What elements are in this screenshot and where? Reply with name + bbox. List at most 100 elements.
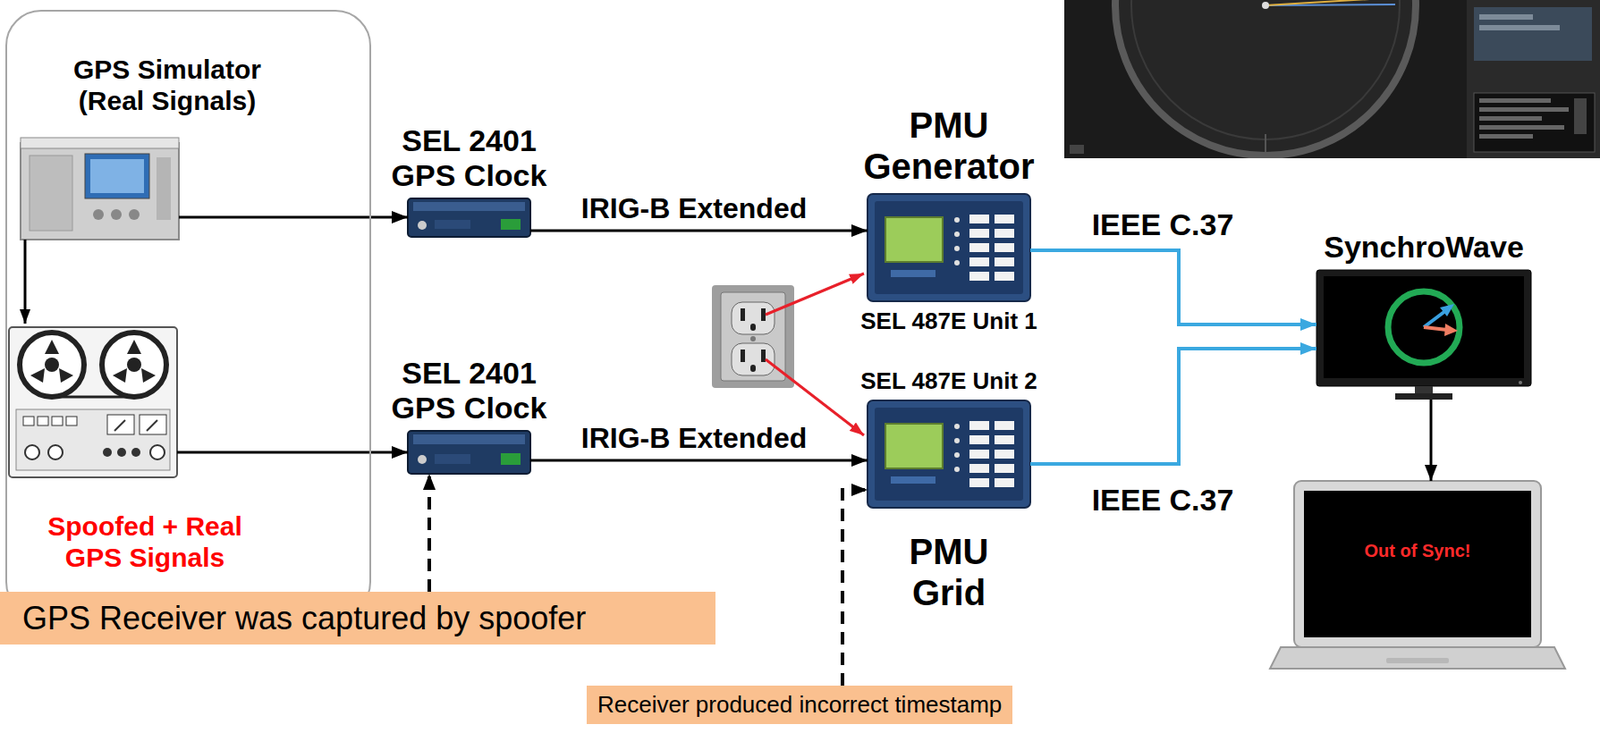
pmu-relay-device bbox=[885, 423, 943, 469]
edge-label: IRIG-B Extended bbox=[577, 422, 811, 456]
monitor bbox=[1323, 276, 1524, 379]
laptop bbox=[1269, 647, 1566, 669]
connector-arrow bbox=[1030, 250, 1317, 325]
gps-simulator-device bbox=[128, 209, 140, 221]
pmu-relay-device bbox=[954, 245, 960, 252]
tape-recorder bbox=[19, 332, 85, 398]
tape-recorder bbox=[8, 327, 178, 478]
tape-recorder bbox=[150, 445, 165, 460]
power-outlet bbox=[731, 343, 775, 376]
callout-text: GPS Receiver was captured by spoofer bbox=[22, 599, 694, 638]
pmu-relay-device bbox=[994, 421, 1015, 431]
pmu-relay-device bbox=[969, 421, 990, 431]
signal-flow-arrow bbox=[24, 239, 27, 324]
gps-simulator-device bbox=[156, 157, 171, 221]
pmu-relay-device bbox=[954, 260, 960, 266]
edge-label: IRIG-B Extended bbox=[577, 192, 811, 226]
tape-recorder bbox=[114, 420, 126, 432]
gps-clock-device bbox=[434, 454, 471, 465]
software-screenshot bbox=[1479, 116, 1542, 121]
panel-title: GPS Simulator (Real Signals) bbox=[46, 54, 288, 117]
dashed-pointer bbox=[842, 490, 868, 686]
laptop bbox=[1294, 481, 1541, 648]
pmu-relay-device bbox=[994, 257, 1015, 267]
gps-simulator-device bbox=[20, 137, 179, 149]
software-screenshot bbox=[1069, 144, 1084, 154]
signal-wire bbox=[177, 217, 372, 453]
pmu-relay: SEL 487E Unit 2PMU Grid bbox=[867, 400, 1031, 508]
pmu-relay-device bbox=[994, 228, 1015, 238]
tape-recorder bbox=[117, 448, 127, 458]
gps-clock-device bbox=[500, 453, 521, 466]
power-outlet bbox=[750, 364, 756, 373]
pmu-relay-device bbox=[994, 464, 1015, 474]
tape-recorder bbox=[48, 445, 63, 460]
signal-note: Spoofed + Real GPS Signals bbox=[33, 511, 257, 574]
connector-arrow bbox=[371, 451, 408, 455]
gps-clock-device bbox=[407, 198, 531, 238]
edge-label: IEEE C.37 bbox=[1088, 482, 1238, 518]
pmu-relay-device bbox=[969, 243, 990, 253]
laptop-screen: Out of Sync! bbox=[1294, 481, 1541, 648]
laptop bbox=[1386, 658, 1449, 664]
signal-wire bbox=[177, 451, 372, 455]
software-screenshot bbox=[1479, 25, 1560, 31]
gps-clock-device bbox=[407, 431, 531, 475]
pmu-relay-device bbox=[969, 478, 990, 488]
software-screenshot bbox=[1473, 7, 1592, 61]
tape-recorder bbox=[51, 416, 63, 426]
gps-clock-device bbox=[434, 220, 471, 229]
power-cord bbox=[765, 273, 864, 436]
tape-recorder bbox=[107, 414, 135, 435]
dashed-pointer bbox=[427, 474, 432, 593]
gps-simulator-device bbox=[20, 137, 179, 240]
gps-clock-device bbox=[407, 431, 531, 475]
monitor bbox=[1395, 393, 1453, 400]
monitor bbox=[1423, 311, 1446, 328]
alarm-text: Out of Sync! bbox=[1364, 541, 1472, 562]
monitor bbox=[1444, 323, 1458, 337]
pmu-relay-device bbox=[954, 438, 960, 444]
tape-recorder bbox=[30, 339, 74, 383]
software-screenshot bbox=[1131, 0, 1400, 140]
device-heading: SynchroWave bbox=[1323, 229, 1524, 265]
gps-simulator-device bbox=[20, 143, 179, 240]
software-screenshot bbox=[1479, 134, 1533, 139]
monitor bbox=[1388, 291, 1460, 364]
power-cord bbox=[765, 273, 864, 315]
tape-recorder bbox=[44, 357, 60, 373]
callout-note: Receiver produced incorrect timestamp bbox=[586, 685, 1013, 725]
power-outlet bbox=[750, 323, 756, 331]
monitor bbox=[1316, 270, 1532, 400]
pmu-relay-device bbox=[969, 257, 990, 267]
software-screenshot bbox=[1479, 14, 1533, 20]
callout-text: Receiver produced incorrect timestamp bbox=[597, 691, 1002, 720]
power-outlet bbox=[761, 349, 766, 363]
pmu-relay-device bbox=[969, 271, 990, 281]
software-screenshot bbox=[1574, 98, 1587, 135]
software-screenshot bbox=[1265, 0, 1385, 6]
pmu-relay-device bbox=[994, 435, 1015, 445]
pmu-relay-device bbox=[867, 400, 1031, 508]
gps-clock-device bbox=[417, 220, 427, 230]
monitor bbox=[1439, 304, 1455, 317]
laptop bbox=[1269, 481, 1566, 669]
monitor bbox=[1518, 380, 1523, 385]
tape-recorder bbox=[16, 409, 170, 471]
software-screenshot bbox=[1261, 1, 1270, 9]
device-heading: SEL 2401 GPS Clock bbox=[375, 355, 564, 426]
gps-simulator-device bbox=[90, 159, 144, 194]
software-screenshot bbox=[1473, 93, 1595, 153]
pmu-relay-device bbox=[954, 423, 960, 430]
pmu-relay-device bbox=[969, 214, 990, 224]
gps-clock: SEL 2401 GPS Clock bbox=[407, 431, 531, 475]
software-screenshot bbox=[1064, 0, 1600, 159]
gps-clock: SEL 2401 GPS Clock bbox=[407, 198, 531, 238]
pmu-relay-device bbox=[954, 452, 960, 458]
software-screenshot bbox=[1479, 107, 1569, 112]
tape-recorder bbox=[112, 339, 156, 383]
pmu-relay-device bbox=[867, 400, 1031, 508]
gps-clock-device bbox=[417, 455, 427, 465]
